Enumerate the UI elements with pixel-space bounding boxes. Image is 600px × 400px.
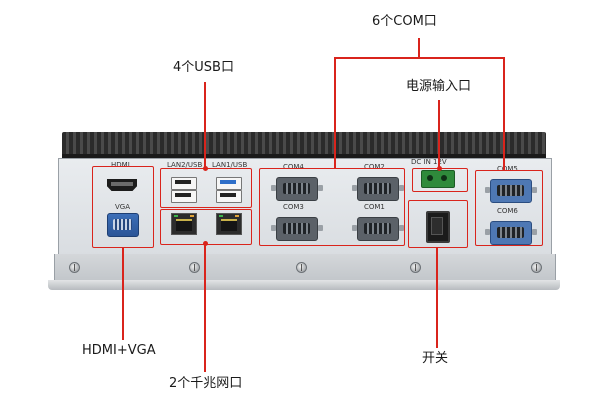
callout-lan-ports: 2个千兆网口: [169, 376, 243, 391]
leader-usb-dot: [202, 166, 208, 171]
industrial-pc: HDMI VGA LAN2/USB LAN1/USB COM4 COM2 COM…: [48, 132, 560, 292]
label-lan1-usb: LAN1/USB: [212, 161, 248, 169]
lan-port-2: [171, 213, 197, 235]
screw-icon: [69, 262, 80, 273]
leader-lan-dot: [202, 241, 208, 246]
callout-hdmi-vga: HDMI+VGA: [82, 343, 156, 358]
label-com5: COM5: [497, 165, 518, 173]
label-com4: COM4: [283, 163, 304, 171]
com4-port: [271, 177, 318, 201]
leader-com-top: [334, 57, 505, 59]
highlight-lan: [160, 209, 252, 245]
screw-icon: [410, 262, 421, 273]
leader-switch: [436, 247, 438, 348]
front-bezel: [54, 254, 556, 281]
callout-com-ports: 6个COM口: [372, 14, 437, 29]
heatsink-fins: [62, 132, 546, 156]
usb-port-lan1-bottom: [216, 190, 242, 203]
usb-port-lan2-bottom: [171, 190, 197, 203]
label-vga: VGA: [115, 203, 131, 211]
leader-com-stem: [418, 38, 420, 58]
lan-port-1: [216, 213, 242, 235]
com5-port: [485, 179, 532, 203]
heatsink-base: [62, 154, 546, 158]
com6-port: [485, 221, 532, 245]
vga-port: [107, 213, 139, 237]
callout-usb-ports: 4个USB口: [173, 60, 234, 75]
leader-lan: [204, 244, 206, 372]
highlight-hdmi-vga: [92, 166, 154, 248]
power-switch: [426, 211, 450, 243]
hdmi-port: [107, 179, 137, 191]
bezel-lip: [48, 280, 560, 290]
screw-icon: [189, 262, 200, 273]
leader-power: [438, 100, 440, 169]
highlight-com-right: [475, 170, 543, 246]
label-hdmi: HDMI: [111, 161, 130, 169]
callout-switch: 开关: [422, 351, 449, 366]
highlight-com-left: [259, 168, 405, 246]
highlight-switch: [408, 200, 468, 248]
usb-port-lan2-top: [171, 177, 197, 190]
label-com2: COM2: [364, 163, 385, 171]
label-dc-in: DC IN 12V: [411, 158, 447, 166]
label-com6: COM6: [497, 207, 518, 215]
highlight-usb: [160, 168, 252, 208]
callout-power-input: 电源输入口: [406, 79, 472, 94]
usb-port-lan1-top: [216, 177, 242, 190]
screw-icon: [531, 262, 542, 273]
leader-usb: [204, 82, 206, 169]
leader-hdmi-vga: [122, 247, 124, 340]
label-com1: COM1: [364, 203, 385, 211]
label-com3: COM3: [283, 203, 304, 211]
com2-port: [352, 177, 399, 201]
com1-port: [352, 217, 399, 241]
leader-com-left: [334, 57, 336, 169]
io-faceplate: HDMI VGA LAN2/USB LAN1/USB COM4 COM2 COM…: [58, 158, 552, 256]
screw-icon: [296, 262, 307, 273]
com3-port: [271, 217, 318, 241]
leader-com-right: [503, 57, 505, 171]
label-lan2-usb: LAN2/USB: [167, 161, 203, 169]
leader-power-dot: [436, 166, 442, 171]
highlight-dc-in: [412, 168, 468, 192]
